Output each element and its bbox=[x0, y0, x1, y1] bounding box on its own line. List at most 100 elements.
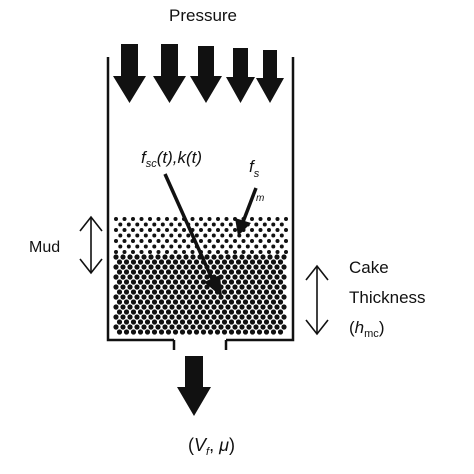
cake-particle bbox=[165, 259, 172, 265]
cake-particle bbox=[113, 264, 119, 270]
cake-particle bbox=[204, 324, 210, 330]
cake-particle bbox=[190, 264, 196, 270]
mud-particle bbox=[284, 217, 288, 221]
cake-particle bbox=[225, 274, 231, 280]
cake-particle bbox=[260, 314, 266, 320]
mud-particle bbox=[126, 222, 131, 227]
cake-particle bbox=[116, 279, 123, 285]
cake-particle bbox=[144, 319, 151, 325]
cake-particle bbox=[263, 289, 270, 295]
cake-particle bbox=[274, 294, 280, 300]
mud-particle bbox=[254, 233, 259, 238]
cake-particle bbox=[267, 274, 273, 280]
mud-particle bbox=[267, 228, 271, 232]
cake-particle bbox=[207, 299, 214, 305]
cake-particle bbox=[197, 324, 203, 330]
cake-particle bbox=[186, 279, 193, 285]
cake-particle bbox=[214, 259, 221, 265]
cake-particle bbox=[190, 324, 196, 330]
mud-particle bbox=[279, 233, 284, 238]
cake-particle bbox=[169, 284, 175, 290]
mud-particle bbox=[211, 222, 216, 227]
cake-particle bbox=[148, 324, 154, 330]
cake-particle bbox=[274, 254, 280, 260]
cake-particle bbox=[267, 284, 273, 290]
mud-particle bbox=[194, 222, 199, 227]
cake-particle bbox=[183, 294, 189, 300]
cake-particle bbox=[256, 289, 263, 295]
cake-particle bbox=[162, 284, 168, 290]
cake-particle bbox=[267, 324, 273, 330]
mud-thickness-arrow bbox=[79, 215, 103, 275]
mud-particle bbox=[258, 239, 263, 243]
cake-particle bbox=[179, 319, 186, 325]
cake-particle bbox=[221, 319, 228, 325]
mud-particle bbox=[207, 250, 212, 254]
cake-particle bbox=[270, 259, 277, 265]
fsc-arrow bbox=[163, 173, 222, 297]
cake-particle bbox=[134, 284, 140, 290]
cake-particle bbox=[172, 289, 179, 295]
cake-particle bbox=[211, 294, 217, 300]
cake-particle bbox=[214, 269, 221, 275]
cake-particle bbox=[169, 304, 175, 310]
cake-particle bbox=[274, 314, 280, 320]
mud-particle bbox=[199, 228, 203, 232]
fsm-label-sub: m bbox=[256, 193, 264, 204]
mud-particle bbox=[135, 233, 140, 238]
cake-particle bbox=[130, 269, 137, 275]
cake-particle bbox=[169, 274, 175, 280]
mud-particle bbox=[262, 233, 267, 238]
pressure-arrow bbox=[190, 46, 222, 103]
cake-particle bbox=[242, 289, 249, 295]
cake-particle bbox=[232, 294, 238, 300]
cake-particle bbox=[197, 314, 203, 320]
cake-particle bbox=[214, 299, 221, 305]
cake-particle bbox=[235, 329, 242, 335]
cake-particle bbox=[158, 319, 165, 325]
cake-particle bbox=[246, 314, 252, 320]
cake-particle bbox=[239, 274, 245, 280]
cake-particle bbox=[186, 309, 193, 315]
cake-particle bbox=[141, 294, 147, 300]
mud-particle bbox=[241, 239, 246, 243]
cake-particle bbox=[221, 309, 228, 315]
fsm-arrow bbox=[235, 187, 258, 236]
cake-particle bbox=[179, 279, 186, 285]
cake-particle bbox=[137, 269, 144, 275]
mud-particle bbox=[275, 239, 280, 243]
cake-particle bbox=[158, 269, 165, 275]
mud-particle bbox=[169, 233, 174, 238]
filtrate-label: (Vf, μ) bbox=[188, 435, 235, 458]
cake-particle bbox=[148, 294, 154, 300]
mud-particle bbox=[165, 250, 169, 254]
cake-particle bbox=[281, 264, 287, 270]
mud-particle bbox=[254, 244, 259, 249]
cake-particle bbox=[127, 264, 133, 270]
mud-particle bbox=[228, 222, 233, 227]
cake-particle bbox=[281, 314, 287, 320]
cake-particle bbox=[228, 319, 235, 325]
cake-particle bbox=[197, 284, 203, 290]
cake-particle bbox=[246, 324, 252, 330]
cake-particle bbox=[253, 304, 259, 310]
cake-particle bbox=[123, 259, 130, 265]
cake-particle bbox=[204, 254, 210, 260]
cake-particle bbox=[225, 324, 231, 330]
cake-particle bbox=[113, 254, 119, 260]
cake-particle bbox=[281, 294, 287, 300]
cake-particle bbox=[246, 264, 252, 270]
cake-particle bbox=[246, 274, 252, 280]
cake-particle bbox=[176, 284, 182, 290]
mud-particle bbox=[122, 228, 127, 232]
cake-particle bbox=[134, 304, 140, 310]
cake-particle bbox=[232, 324, 238, 330]
mud-particle bbox=[233, 239, 237, 243]
cake-particle bbox=[144, 309, 151, 315]
cake-particle bbox=[249, 309, 256, 315]
cake-particle bbox=[123, 319, 130, 325]
mud-particle bbox=[139, 217, 144, 221]
mud-particle bbox=[262, 244, 267, 249]
cake-particle bbox=[176, 274, 182, 280]
mud-particle bbox=[254, 222, 259, 227]
